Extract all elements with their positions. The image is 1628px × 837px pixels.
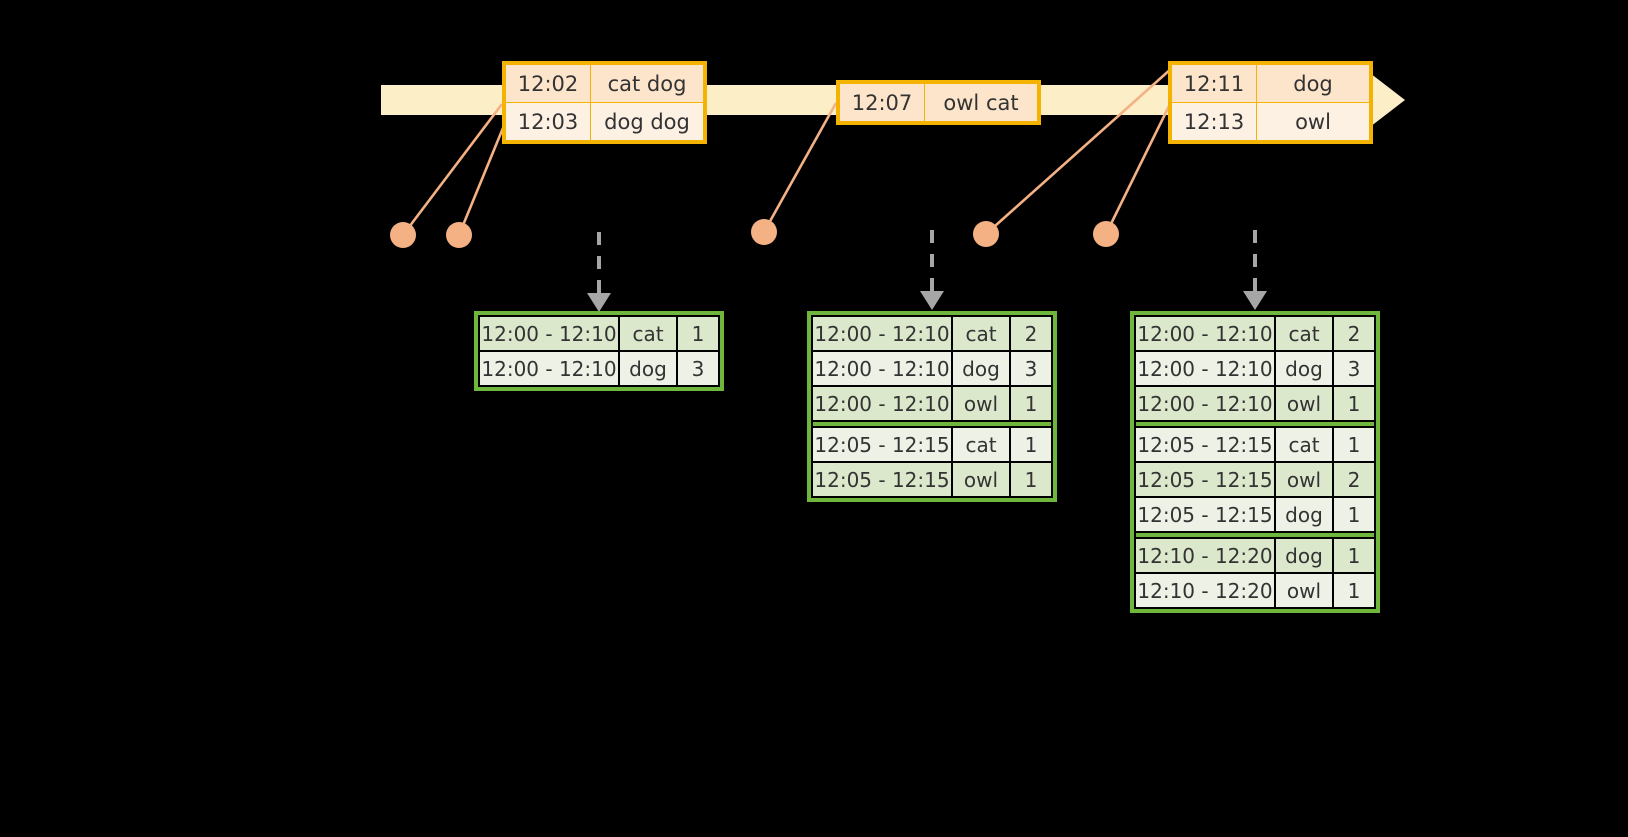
result-count: 2: [1334, 463, 1374, 496]
result-table-2: 12:00 - 12:10 cat 2 12:00 - 12:10 dog 3 …: [807, 311, 1057, 502]
result-count: 3: [1011, 352, 1051, 385]
result-count: 1: [1334, 498, 1374, 531]
result-word: owl: [953, 387, 1009, 420]
table-row: 12:05 - 12:15 cat 1: [1136, 428, 1374, 461]
connector-1: [401, 103, 504, 236]
result-word: cat: [1276, 317, 1332, 350]
event-dot-2: [446, 222, 472, 248]
event-row: 12:13 owl: [1171, 102, 1370, 141]
event-words: owl: [1256, 102, 1370, 141]
result-word: dog: [1276, 539, 1332, 572]
result-window: 12:10 - 12:20: [1136, 539, 1274, 572]
result-window: 12:00 - 12:10: [1136, 317, 1274, 350]
result-count: 1: [1011, 428, 1051, 461]
table-row: 12:00 - 12:10 owl 1: [813, 387, 1051, 420]
event-words: owl cat: [924, 83, 1038, 122]
table-row: 12:00 - 12:10 dog 3: [1136, 352, 1374, 385]
event-dot-4: [973, 221, 999, 247]
group-separator: [1136, 533, 1374, 537]
result-word: dog: [620, 352, 676, 385]
table-row: 12:10 - 12:20 dog 1: [1136, 539, 1374, 572]
result-word: cat: [953, 317, 1009, 350]
event-time: 12:02: [505, 64, 591, 103]
result-count: 1: [1334, 428, 1374, 461]
result-window: 12:00 - 12:10: [813, 317, 951, 350]
table-row: 12:00 - 12:10 owl 1: [1136, 387, 1374, 420]
connector-5: [1104, 99, 1174, 235]
result-count: 1: [1011, 463, 1051, 496]
emit-arrow-1-head: [587, 293, 611, 312]
table-row: 12:05 - 12:15 cat 1: [813, 428, 1051, 461]
result-window: 12:05 - 12:15: [1136, 463, 1274, 496]
event-box-1: 12:02 cat dog 12:03 dog dog: [502, 61, 707, 144]
event-words: dog dog: [590, 102, 704, 141]
result-word: dog: [1276, 352, 1332, 385]
result-count: 2: [1334, 317, 1374, 350]
result-count: 3: [678, 352, 718, 385]
event-box-3: 12:11 dog 12:13 owl: [1168, 61, 1373, 144]
table-row: 12:10 - 12:20 owl 1: [1136, 574, 1374, 607]
result-window: 12:10 - 12:20: [1136, 574, 1274, 607]
table-row: 12:05 - 12:15 owl 1: [813, 463, 1051, 496]
result-window: 12:05 - 12:15: [1136, 498, 1274, 531]
event-time: 12:03: [505, 102, 591, 141]
emit-arrow-2-head: [920, 291, 944, 310]
result-window: 12:00 - 12:10: [480, 317, 618, 350]
result-word: owl: [1276, 463, 1332, 496]
table-row: 12:00 - 12:10 cat 2: [1136, 317, 1374, 350]
connector-2: [457, 127, 505, 236]
emit-arrows: [597, 230, 1257, 295]
result-table-3: 12:00 - 12:10 cat 2 12:00 - 12:10 dog 3 …: [1130, 311, 1380, 613]
result-word: cat: [1276, 428, 1332, 461]
event-words: dog: [1256, 64, 1370, 103]
result-word: owl: [1276, 574, 1332, 607]
emit-arrow-3-head: [1243, 291, 1267, 310]
result-window: 12:05 - 12:15: [813, 428, 951, 461]
result-window: 12:00 - 12:10: [1136, 387, 1274, 420]
result-count: 1: [1334, 387, 1374, 420]
result-count: 1: [678, 317, 718, 350]
result-window: 12:05 - 12:15: [1136, 428, 1274, 461]
table-row: 12:00 - 12:10 cat 1: [480, 317, 718, 350]
event-row: 12:03 dog dog: [505, 102, 704, 141]
result-word: cat: [953, 428, 1009, 461]
result-count: 3: [1334, 352, 1374, 385]
event-row: 12:07 owl cat: [839, 83, 1038, 122]
result-count: 1: [1011, 387, 1051, 420]
event-dot-1: [390, 222, 416, 248]
result-word: dog: [1276, 498, 1332, 531]
result-window: 12:00 - 12:10: [813, 352, 951, 385]
connector-3: [762, 102, 838, 233]
table-row: 12:05 - 12:15 dog 1: [1136, 498, 1374, 531]
result-word: owl: [1276, 387, 1332, 420]
result-word: owl: [953, 463, 1009, 496]
result-count: 1: [1334, 539, 1374, 572]
emit-arrow-heads: [587, 291, 1267, 312]
event-dots: [390, 219, 1119, 248]
result-count: 2: [1011, 317, 1051, 350]
result-window: 12:05 - 12:15: [813, 463, 951, 496]
table-row: 12:05 - 12:15 owl 2: [1136, 463, 1374, 496]
event-row: 12:11 dog: [1171, 64, 1370, 103]
group-separator: [1136, 422, 1374, 426]
event-time: 12:11: [1171, 64, 1257, 103]
event-time: 12:13: [1171, 102, 1257, 141]
result-window: 12:00 - 12:10: [813, 387, 951, 420]
event-dot-3: [751, 219, 777, 245]
table-row: 12:00 - 12:10 dog 3: [813, 352, 1051, 385]
group-separator: [813, 422, 1051, 426]
event-dot-5: [1093, 221, 1119, 247]
table-row: 12:00 - 12:10 dog 3: [480, 352, 718, 385]
table-row: 12:00 - 12:10 cat 2: [813, 317, 1051, 350]
event-box-2: 12:07 owl cat: [836, 80, 1041, 125]
result-word: dog: [953, 352, 1009, 385]
result-window: 12:00 - 12:10: [1136, 352, 1274, 385]
event-row: 12:02 cat dog: [505, 64, 704, 103]
event-time: 12:07: [839, 83, 925, 122]
result-word: cat: [620, 317, 676, 350]
result-table-1: 12:00 - 12:10 cat 1 12:00 - 12:10 dog 3: [474, 311, 724, 391]
result-count: 1: [1334, 574, 1374, 607]
result-window: 12:00 - 12:10: [480, 352, 618, 385]
event-words: cat dog: [590, 64, 704, 103]
